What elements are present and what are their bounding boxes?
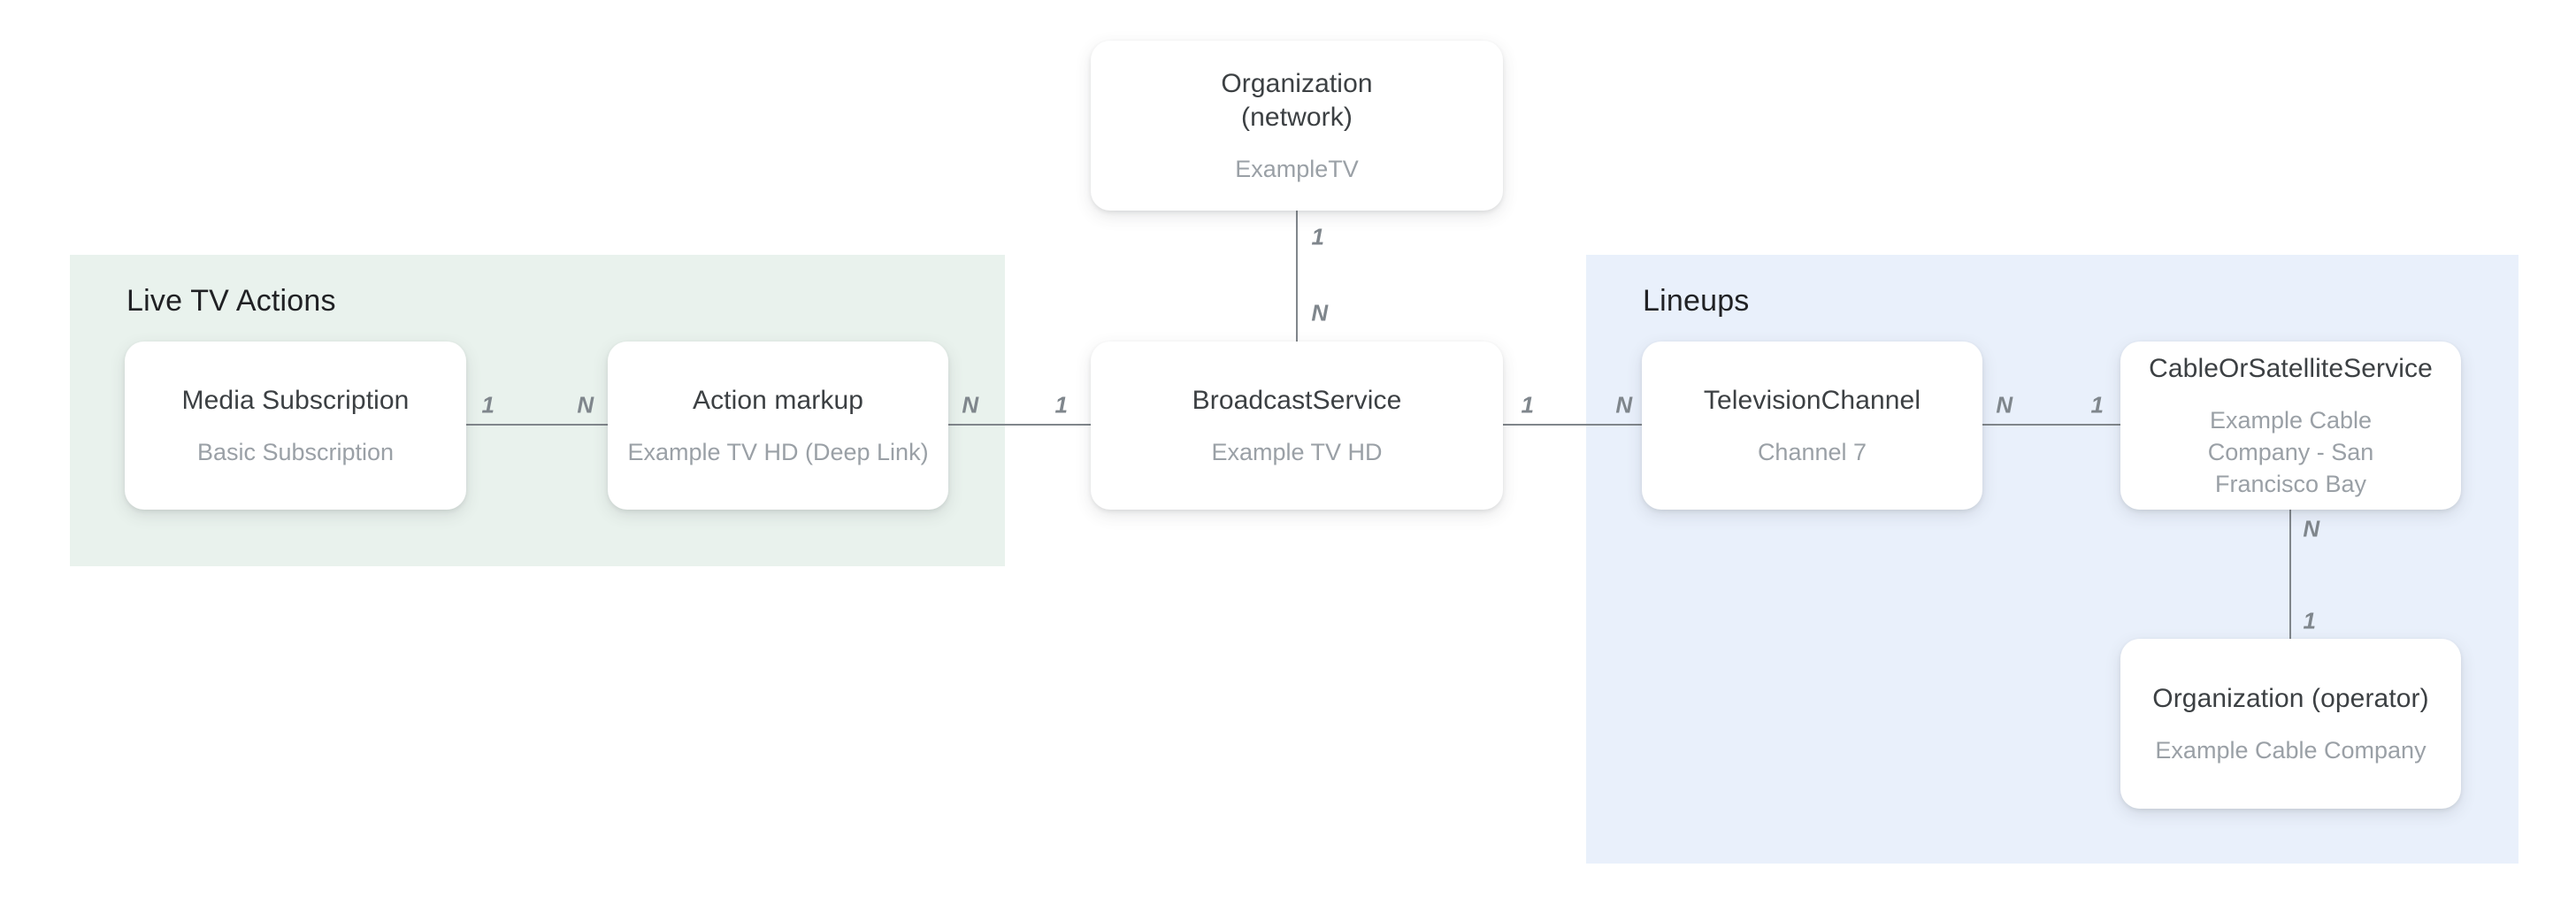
cardinality-label: N xyxy=(962,391,979,418)
node-subtitle: Example TV HD (Deep Link) xyxy=(627,438,929,465)
node-television-channel: TelevisionChannel Channel 7 xyxy=(1642,342,1982,510)
group-lineups-heading: Lineups xyxy=(1643,284,1750,318)
node-subtitle: ExampleTV xyxy=(1235,155,1359,182)
cardinality-label: 1 xyxy=(1311,223,1325,250)
node-title: TelevisionChannel xyxy=(1703,385,1921,415)
node-media-subscription: Media Subscription Basic Subscription xyxy=(125,342,466,510)
node-subtitle: Example Cable Company - San Francisco Ba… xyxy=(2207,406,2374,497)
node-title: Organization (network) xyxy=(1221,68,1373,132)
edge-television-channel-cable-or-satellite-service xyxy=(1982,424,2120,426)
node-title: Organization (operator) xyxy=(2152,683,2429,713)
node-subtitle: Example Cable Company xyxy=(2155,736,2426,764)
edge-media-subscription-action-markup xyxy=(466,424,608,426)
cardinality-label: 1 xyxy=(1521,391,1535,418)
cardinality-label: 1 xyxy=(481,391,495,418)
cardinality-label: 1 xyxy=(1054,391,1069,418)
node-broadcast-service: BroadcastService Example TV HD xyxy=(1091,342,1503,510)
cardinality-label: N xyxy=(577,391,594,418)
edge-cable-or-satellite-service-organization-operator xyxy=(2289,510,2291,639)
node-title: Action markup xyxy=(692,385,864,415)
node-organization-operator: Organization (operator) Example Cable Co… xyxy=(2120,639,2461,809)
node-action-markup: Action markup Example TV HD (Deep Link) xyxy=(608,342,948,510)
node-title: CableOrSatelliteService xyxy=(2149,353,2433,383)
cardinality-label: N xyxy=(1311,299,1329,326)
node-title: BroadcastService xyxy=(1192,385,1402,415)
edge-action-markup-broadcast-service xyxy=(948,424,1091,426)
cardinality-label: N xyxy=(2303,515,2320,542)
group-live-tv-actions-heading: Live TV Actions xyxy=(126,284,336,318)
node-subtitle: Example TV HD xyxy=(1211,438,1383,465)
cardinality-label: N xyxy=(1996,391,2013,418)
node-cable-or-satellite-service: CableOrSatelliteService Example Cable Co… xyxy=(2120,342,2461,510)
cardinality-label: 1 xyxy=(2303,607,2317,634)
cardinality-label: N xyxy=(1615,391,1633,418)
node-organization-network: Organization (network) ExampleTV xyxy=(1091,41,1503,211)
node-title: Media Subscription xyxy=(181,385,410,415)
edge-organization-network-broadcast-service xyxy=(1296,211,1298,342)
node-subtitle: Basic Subscription xyxy=(196,438,395,465)
edge-broadcast-service-television-channel xyxy=(1503,424,1642,426)
node-subtitle: Channel 7 xyxy=(1757,438,1867,465)
cardinality-label: 1 xyxy=(2090,391,2104,418)
